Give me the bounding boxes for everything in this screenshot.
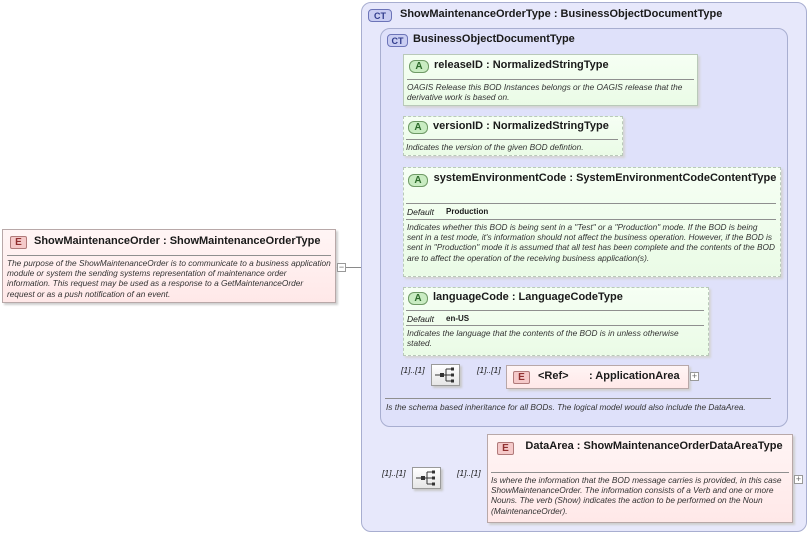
complex-type-badge: CT	[368, 9, 392, 22]
element-badge: E	[10, 236, 27, 249]
occurrence-label: [1]..[1]	[382, 468, 406, 478]
divider	[407, 79, 694, 80]
attribute-systemenvironmentcode[interactable]: A systemEnvironmentCode : SystemEnvironm…	[403, 167, 781, 277]
default-value: Production	[446, 207, 489, 216]
attribute-badge: A	[408, 174, 428, 187]
root-element-doc: The purpose of the ShowMaintenanceOrder …	[7, 258, 331, 299]
occurrence-label: [1]..[1]	[457, 468, 481, 478]
attribute-title: systemEnvironmentCode : SystemEnvironmen…	[433, 172, 777, 184]
default-label: Default	[407, 314, 434, 324]
attribute-releaseid[interactable]: A releaseID : NormalizedStringType OAGIS…	[403, 54, 698, 106]
root-element-title: ShowMaintenanceOrder : ShowMaintenanceOr…	[34, 235, 321, 247]
attribute-doc: Indicates whether this BOD is being sent…	[407, 222, 775, 263]
sequence-icon[interactable]	[412, 467, 441, 489]
divider	[406, 203, 776, 204]
element-doc: Is where the information that the BOD me…	[491, 475, 782, 516]
connector-line	[336, 267, 373, 268]
attribute-versionid[interactable]: A versionID : NormalizedStringType Indic…	[403, 116, 623, 156]
attribute-doc: Indicates the language that the contents…	[407, 328, 679, 349]
element-dataarea[interactable]: E DataArea : ShowMaintenanceOrderDataAre…	[487, 434, 793, 523]
attribute-title: releaseID : NormalizedStringType	[434, 59, 609, 71]
element-applicationarea[interactable]: E <Ref> : ApplicationArea	[506, 365, 689, 389]
attribute-languagecode[interactable]: A languageCode : LanguageCodeType Defaul…	[403, 287, 709, 356]
divider	[406, 139, 618, 140]
element-title: DataArea : ShowMaintenanceOrderDataAreaT…	[525, 440, 783, 452]
collapse-toggle[interactable]: −	[337, 262, 346, 272]
divider	[491, 472, 789, 473]
divider	[406, 325, 704, 326]
outer-type-title: ShowMaintenanceOrderType : BusinessObjec…	[400, 8, 723, 20]
expand-toggle[interactable]: +	[690, 371, 699, 381]
expand-toggle[interactable]: +	[794, 474, 803, 484]
attribute-badge: A	[408, 121, 428, 134]
element-badge: E	[497, 442, 514, 455]
ref-label: <Ref>	[538, 370, 569, 382]
attribute-title: languageCode : LanguageCodeType	[433, 291, 623, 303]
divider	[385, 398, 771, 399]
divider	[406, 219, 776, 220]
divider	[7, 255, 331, 256]
attribute-doc: OAGIS Release this BOD Instances belongs…	[407, 82, 683, 103]
root-element-box[interactable]: E ShowMaintenanceOrder : ShowMaintenance…	[2, 229, 336, 303]
divider	[406, 310, 704, 311]
complex-type-badge: CT	[387, 34, 408, 47]
default-value: en-US	[446, 314, 470, 323]
sequence-icon[interactable]	[431, 364, 460, 386]
attribute-badge: A	[409, 60, 429, 73]
attribute-doc: Indicates the version of the given BOD d…	[406, 142, 584, 152]
inner-type-title: BusinessObjectDocumentType	[413, 33, 575, 45]
default-label: Default	[407, 207, 434, 217]
occurrence-label: [1]..[1]	[401, 365, 425, 375]
inner-type-doc: Is the schema based inheritance for all …	[386, 402, 746, 412]
element-badge: E	[513, 371, 530, 384]
occurrence-label: [1]..[1]	[477, 365, 501, 375]
element-title: : ApplicationArea	[589, 370, 680, 382]
attribute-badge: A	[408, 292, 428, 305]
attribute-title: versionID : NormalizedStringType	[433, 120, 609, 132]
